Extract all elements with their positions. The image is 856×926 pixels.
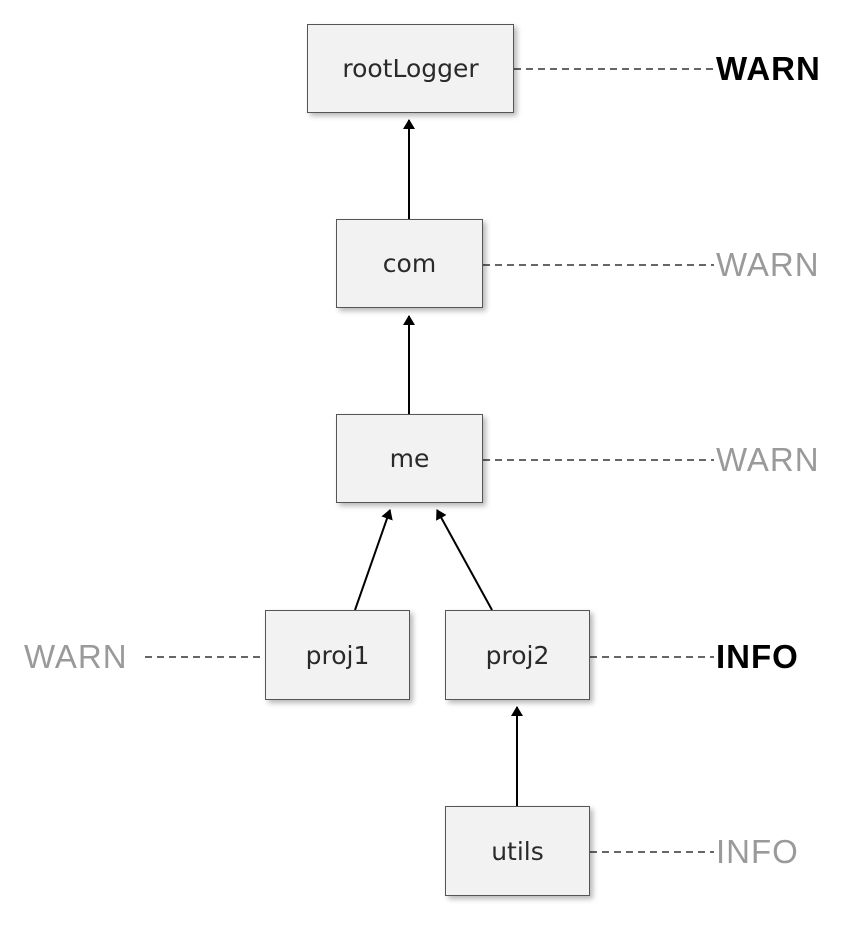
arrow-proj2-to-me: [436, 509, 493, 611]
node-com-label: com: [382, 249, 437, 278]
node-proj2-label: proj2: [485, 640, 550, 670]
node-proj1-label: proj1: [305, 640, 370, 670]
level-me: WARN: [716, 441, 820, 478]
node-me-label: me: [389, 444, 430, 473]
node-utils-label: utils: [491, 836, 544, 866]
node-rootlogger-label: rootLogger: [342, 54, 479, 83]
node-rootlogger: rootLogger: [307, 24, 514, 113]
level-utils: INFO: [716, 833, 799, 870]
node-proj2: proj2: [445, 610, 590, 700]
arrow-proj1-to-me: [354, 509, 393, 611]
level-com: WARN: [716, 246, 820, 283]
node-com: com: [336, 219, 483, 308]
node-utils: utils: [445, 806, 590, 896]
level-rootlogger: WARN: [716, 50, 821, 87]
node-me: me: [336, 414, 483, 503]
node-proj1: proj1: [265, 610, 410, 700]
level-proj2: INFO: [716, 638, 799, 675]
level-proj1: WARN: [24, 638, 128, 675]
